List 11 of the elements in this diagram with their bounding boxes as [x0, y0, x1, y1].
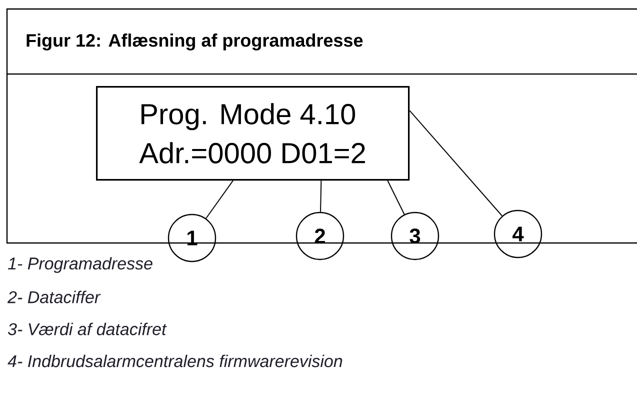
figure-title: Figur 12: Aflæsning af programadresse: [26, 34, 363, 50]
leader-line: [206, 180, 234, 219]
leader-line: [320, 180, 322, 212]
leader-line: [387, 180, 405, 215]
display-box: Prog. Mode 4.10 Adr.=0000 D01=2: [96, 86, 410, 181]
legend-item: 4- Indbrudsalarmcentralens firmwarerevision: [8, 354, 342, 368]
legend-item: 1- Programadresse: [8, 257, 152, 273]
leader-line: [409, 110, 503, 216]
callout-number: 4: [494, 210, 542, 258]
legend-item: 3- Værdi af datacifret: [8, 322, 167, 336]
legend-item: 2- Dataciffer: [7, 290, 101, 304]
